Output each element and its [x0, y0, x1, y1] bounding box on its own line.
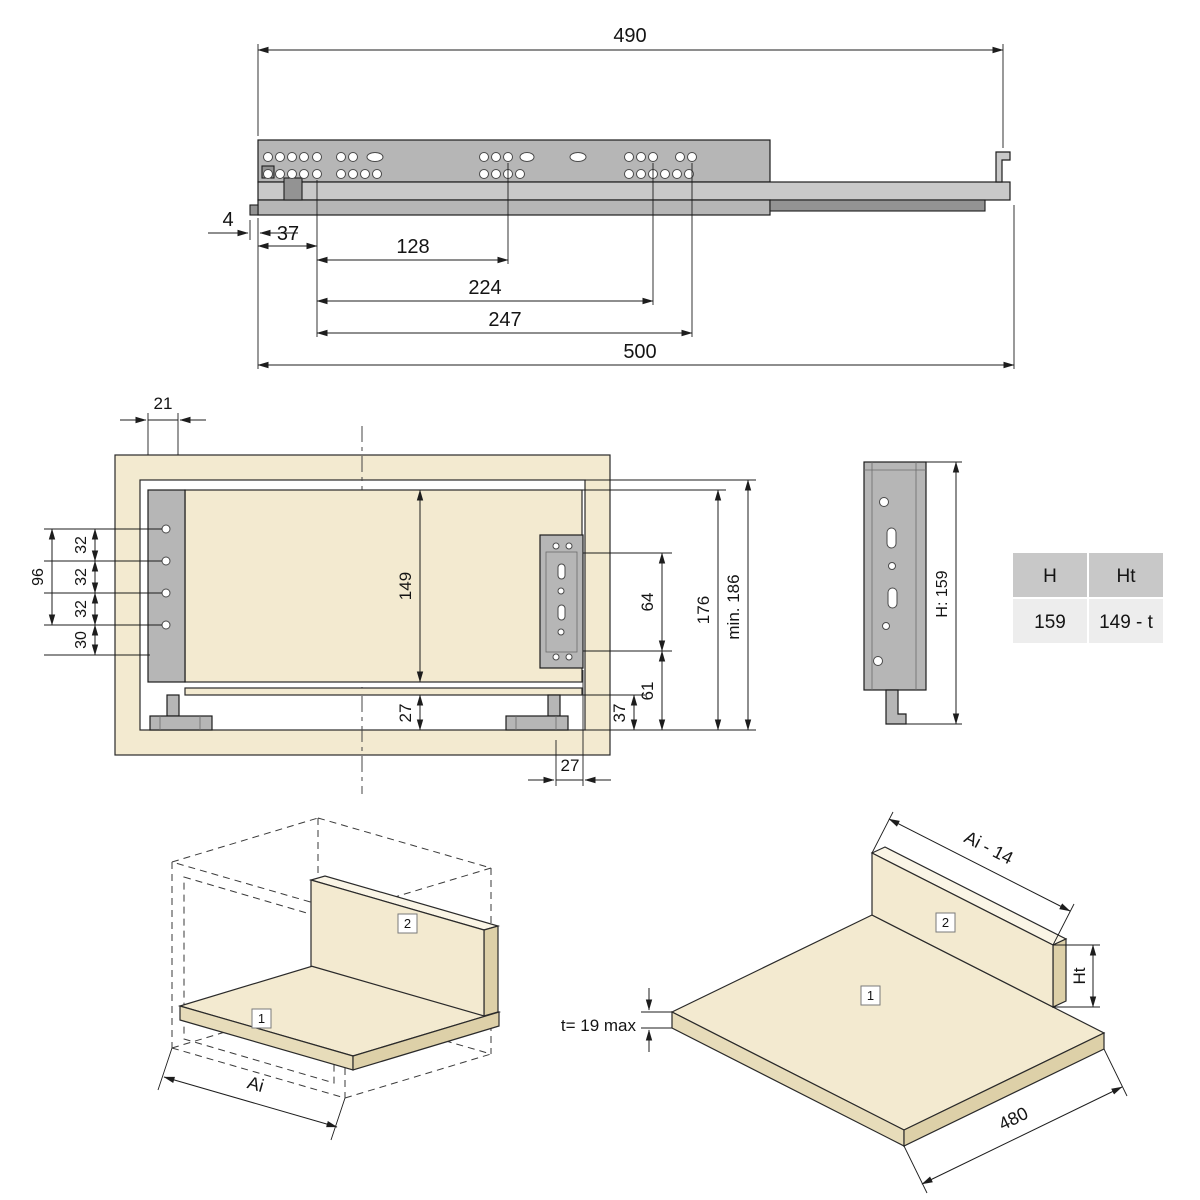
dim-thickness: t= 19 max: [561, 988, 672, 1052]
panel-label-1-assembled: 1: [251, 1008, 272, 1029]
panel-label-2-assembled: 2: [397, 913, 418, 934]
dim-interior-width: Ai: [157, 1047, 346, 1141]
slide-extension-lines: [249, 44, 1015, 369]
dim-hole-span-c: 247: [316, 309, 693, 337]
drawer-bottom-panel: [184, 687, 583, 696]
dim-149-label: 149: [396, 572, 415, 600]
dim-32a-label: 32: [73, 536, 90, 554]
dim-30-label: 30: [73, 631, 90, 649]
svg-text:1: 1: [258, 1011, 265, 1026]
table-header-h-label: H: [1043, 566, 1057, 587]
dim-ai-label: Ai: [245, 1072, 266, 1096]
dim-hole-pitch-stack: 32 32 32 30 96: [30, 528, 99, 656]
dim-bracket-height: H: 159: [906, 461, 962, 725]
back-fixing-rail: [147, 489, 186, 683]
slide-inner-rail: [769, 199, 986, 212]
dim-bracket-holes: 64: [638, 552, 666, 652]
dim-96-label: 96: [30, 568, 47, 586]
dim-224-label: 224: [468, 277, 501, 299]
dim-h159-label: H: 159: [934, 570, 951, 617]
view-bracket-side: H: 159: [863, 461, 962, 725]
table-header-ht-label: Ht: [1117, 566, 1137, 587]
dim-t19-label: t= 19 max: [561, 1016, 637, 1035]
dim-runner-width: 27: [528, 756, 611, 784]
view-iso-assembled: 1 2 Ai: [157, 817, 502, 1141]
bracket-bottom-hook: [885, 689, 907, 725]
dim-min186-label: min. 186: [724, 574, 743, 639]
table-cell-ht-value: [1087, 597, 1165, 645]
dim-inner-height: 149: [396, 489, 424, 683]
svg-text:2: 2: [404, 916, 411, 931]
right-runner-profile: [505, 694, 569, 731]
dim-runner-height: 27: [396, 694, 424, 731]
dim-4-label: 4: [222, 209, 233, 231]
left-runner-profile: [149, 694, 213, 731]
view-iso-panels: 1 2 Ai - 14 Ht t= 19 max: [561, 811, 1128, 1194]
dim-247-label: 247: [488, 309, 521, 331]
dim-bracket-bottom: 61: [638, 650, 666, 731]
table-header-h: [1011, 551, 1089, 599]
dim-21-label: 21: [154, 394, 173, 413]
bracket-plate: [863, 461, 927, 691]
slide-extended-member: [257, 181, 1011, 201]
dim-500-label: 500: [623, 341, 656, 363]
table-value-h-label: 159: [1034, 612, 1066, 633]
slide-front-tab: [249, 204, 259, 216]
svg-text:1: 1: [867, 988, 874, 1003]
back-panel-assembled: [308, 875, 501, 1017]
panel-label-2-kit: 2: [935, 912, 956, 933]
dim-176-label: 176: [694, 596, 713, 624]
dim-490-label: 490: [613, 25, 646, 47]
dim-top-offset: 21: [120, 394, 206, 424]
drawer-side-panel: [184, 489, 583, 683]
dim-hole-span-b: 224: [316, 277, 654, 305]
slide-rear-hook: [995, 151, 1011, 183]
table-value-ht-label: 149 - t: [1099, 612, 1154, 633]
slide-mounting-holes: [263, 152, 697, 179]
dim-ai14-label: Ai - 14: [961, 827, 1016, 868]
dim-side-total: 176: [694, 489, 722, 731]
slide-locking-block: [283, 177, 303, 201]
view-drawer-section: 21 32 32 32 30 96 149 27 64 61: [30, 394, 756, 794]
dim-ht-label: Ht: [1070, 967, 1089, 984]
dim-32c-label: 32: [73, 600, 90, 618]
bracket-side-holes: [873, 497, 898, 666]
dim-overall-length: 500: [257, 341, 1015, 369]
dim-base-clearance: 37: [610, 694, 638, 731]
dim-27r-label: 27: [561, 756, 580, 775]
dim-front-offset: 4: [208, 209, 298, 237]
dim-overall-top: 490: [257, 25, 1004, 54]
svg-text:2: 2: [942, 915, 949, 930]
front-bracket-holes: [545, 542, 578, 661]
dim-480-label: 480: [995, 1103, 1031, 1134]
dim-128-label: 128: [396, 236, 429, 258]
front-fixing-bracket: [539, 534, 584, 669]
view-drawer-slide-side: 490 4 37 128 224 247 500: [208, 25, 1015, 369]
dim-first-hole: 37: [257, 223, 318, 250]
dim-64-label: 64: [638, 593, 657, 612]
dim-back-height: Ht: [1053, 944, 1100, 1008]
dim-32b-label: 32: [73, 568, 90, 586]
dim-37-label: 37: [277, 223, 299, 245]
base-panel-assembled: [177, 961, 502, 1071]
dim-37r-label: 37: [610, 704, 629, 723]
dim-61-label: 61: [638, 682, 657, 701]
size-table: H Ht 159 149 - t: [1011, 551, 1165, 645]
dim-min-space: min. 186: [724, 479, 752, 731]
dim-hole-span-a: 128: [316, 236, 509, 264]
slide-lower-member: [257, 199, 771, 216]
panel-label-1-kit: 1: [860, 985, 881, 1006]
dim-27-center-label: 27: [396, 704, 415, 723]
